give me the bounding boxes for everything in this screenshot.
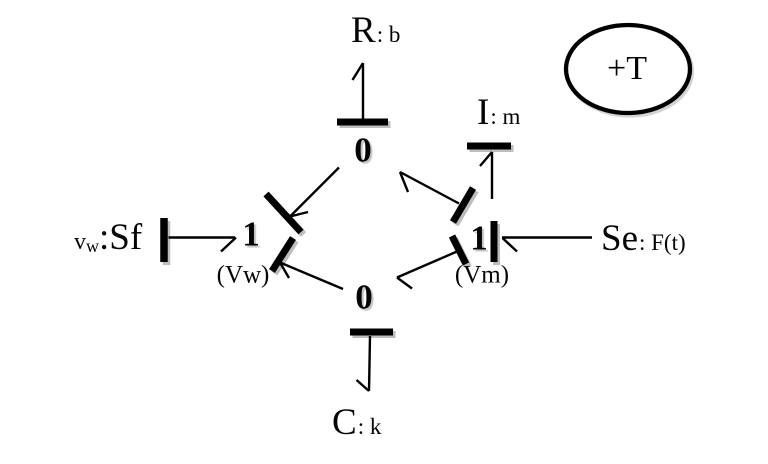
torque-ellipse — [563, 22, 693, 116]
compliance-param: : k — [357, 414, 382, 439]
bottomright-bond-line — [396, 250, 458, 279]
resistor-param: : b — [376, 22, 401, 47]
flow-source-sub-main: v — [74, 229, 86, 255]
bottomleft-half-arrow-barb — [278, 261, 291, 279]
junction-left-1: 1 — [242, 214, 260, 254]
r-half-arrow-barb — [351, 62, 365, 81]
resistor-symbol: R — [351, 10, 376, 51]
effort-source-symbol: Se — [601, 218, 638, 259]
topleft-half-arrow-barb — [289, 210, 309, 218]
bottomright-half-arrow-barb — [396, 276, 413, 290]
topright-half-arrow-barb — [398, 171, 410, 193]
velocity-annotation-vm: (Vm) — [454, 261, 510, 289]
effort-source-label: Se : F(t) — [601, 220, 686, 257]
junction-top-0: 0 — [354, 130, 372, 170]
compliance-symbol: C — [332, 402, 357, 443]
flow-source-sub-small: w — [86, 236, 99, 256]
topright-causal-stroke — [449, 186, 477, 224]
junction-right-1: 1 — [470, 218, 488, 258]
torque-label: +T — [607, 50, 647, 87]
topright-bond-line — [399, 170, 460, 205]
flow-source-label: v w :Sf — [74, 219, 142, 256]
se-half-arrow-barb — [501, 237, 518, 253]
compliance-label: C : k — [332, 404, 381, 441]
bottomright-causal-stroke — [448, 234, 470, 266]
topleft-causal-stroke — [263, 191, 304, 235]
inertia-param: : m — [490, 104, 521, 129]
sf-half-arrow-barb — [220, 236, 237, 253]
resistor-label: R : b — [351, 12, 400, 49]
effort-source-param: : F(t) — [639, 230, 686, 255]
c-half-arrow-barb — [355, 379, 370, 392]
inertia-symbol: I — [477, 92, 490, 133]
c-bond-line — [367, 335, 372, 392]
i-half-arrow-barb — [479, 151, 493, 167]
velocity-annotation-vw: (Vw) — [216, 261, 270, 289]
bottomleft-bond-line — [279, 261, 344, 291]
topleft-bond-line — [289, 166, 340, 218]
flow-source-symbol: :Sf — [99, 217, 143, 258]
bottomleft-causal-stroke — [269, 236, 296, 273]
inertia-label: I : m — [477, 94, 520, 131]
junction-bottom-0: 0 — [355, 277, 373, 317]
